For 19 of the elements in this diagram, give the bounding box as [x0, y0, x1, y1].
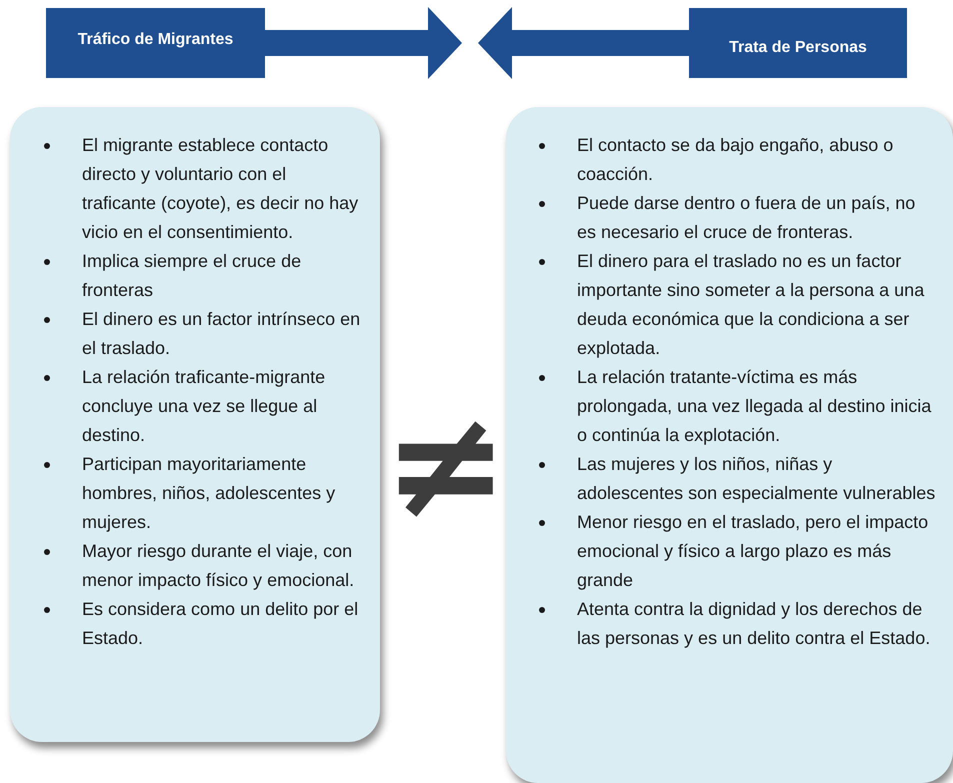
header-box: Tráfico de Migrantes: [46, 8, 265, 78]
card-background: [506, 107, 953, 783]
header-box: Trata de Personas: [689, 8, 907, 78]
bullet-text: Puede darse dentro o fuera de un país, no es necesario el cruce de fronteras.: [577, 193, 916, 242]
bullet-text: El dinero es un factor intrínseco en el traslado.: [82, 309, 360, 358]
bullet-text: Atenta contra la dignidad y los derechos de las personas y es un delito contra el Estado.: [577, 599, 930, 648]
bullet-text: La relación traficante-migrante concluye una vez se llegue al destino.: [82, 367, 326, 445]
bullet-text: El migrante establece contacto directo y voluntario con el traficante (coyote), es decir no hay vicio en el consentimiento.: [82, 135, 358, 242]
bullet-text: El contacto se da bajo engaño, abuso o coacción.: [577, 135, 894, 184]
bullet-text: El dinero para el traslado no es un factor importante sino someter a la persona a una deuda económica que la condiciona a ser explotada.: [577, 251, 924, 358]
bullet-text: Implica siempre el cruce de fronteras: [82, 251, 302, 300]
bullet-text: Participan mayoritariamente hombres, niños, adolescentes y mujeres.: [82, 454, 336, 532]
bullet-text: Es considera como un delito por el Estado.: [82, 599, 358, 648]
not-equal-sign: ≠: [383, 390, 509, 540]
card-background: [10, 107, 380, 742]
bullet-text: Menor riesgo en el traslado, pero el impacto emocional y físico a largo plazo es más grande: [577, 512, 928, 590]
bullet-text: La relación tratante-víctima es más prolongada, una vez llegada al destino inicia o continúa la explotación.: [577, 367, 932, 445]
bullet-text: Mayor riesgo durante el viaje, con menor impacto físico y emocional.: [82, 541, 354, 590]
bullet-text: Las mujeres y los niños, niñas y adolescentes son especialmente vulnerables: [577, 454, 936, 503]
